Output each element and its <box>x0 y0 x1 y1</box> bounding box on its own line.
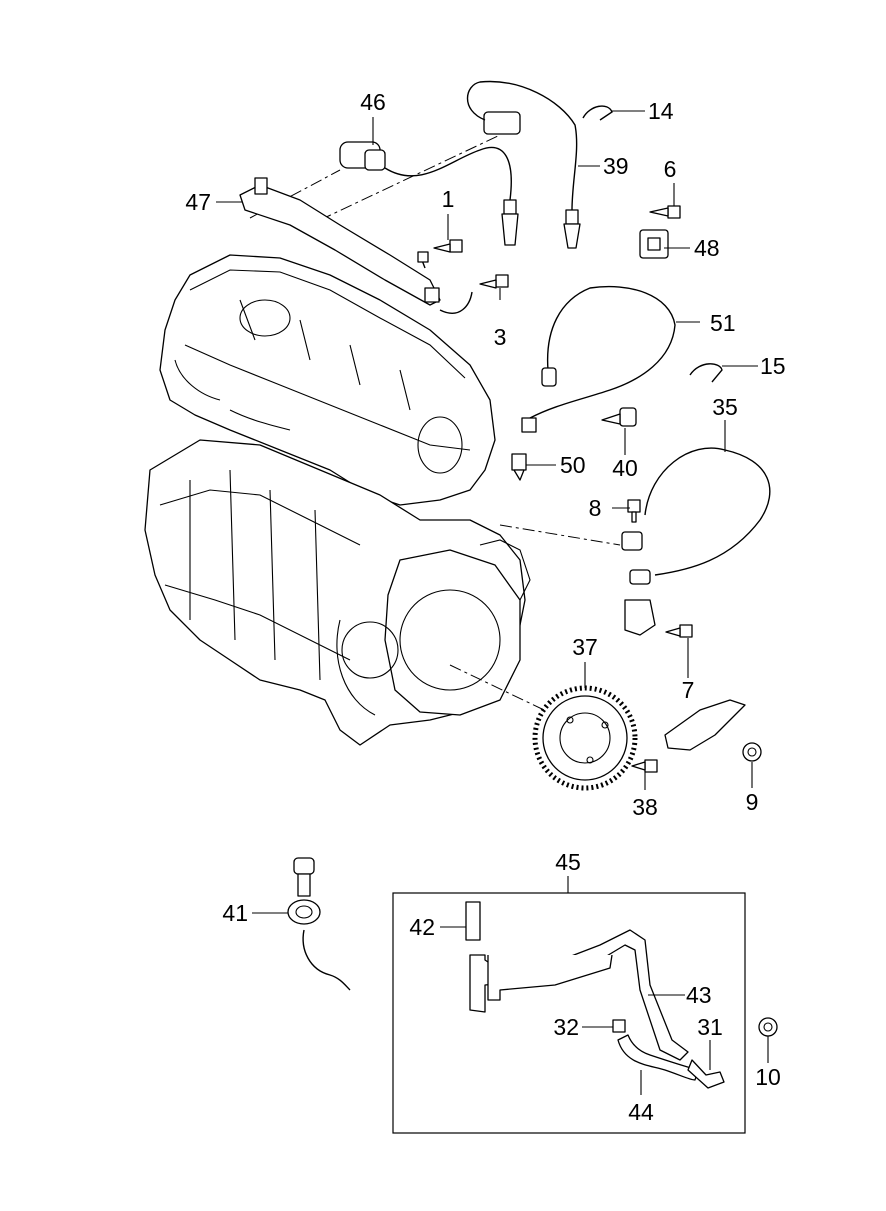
callout-41: 41 <box>222 900 248 926</box>
callout-9: 9 <box>746 789 759 815</box>
callout-6: 6 <box>664 156 677 182</box>
part-38-bolt <box>631 759 658 773</box>
callout-1: 1 <box>442 186 455 212</box>
part-40-sensor <box>601 407 637 427</box>
callout-labels: 46 47 1 3 14 39 6 48 51 15 35 50 40 8 37… <box>185 89 785 1125</box>
callout-50: 50 <box>560 452 586 478</box>
phantom-line <box>499 524 621 546</box>
part-9-nut <box>742 742 762 762</box>
part-7-bolt <box>665 624 693 638</box>
callout-37: 37 <box>572 634 598 660</box>
part-37-tone-wheel <box>532 685 638 791</box>
callout-3: 3 <box>494 324 507 350</box>
part-35-sensor <box>621 447 771 585</box>
part-31-hose <box>687 1059 725 1089</box>
callout-38: 38 <box>632 794 658 820</box>
callout-43: 43 <box>686 982 712 1008</box>
callout-leaders <box>216 110 769 1095</box>
part-42-tube <box>465 901 481 941</box>
engine-block <box>144 254 531 746</box>
part-15-clip <box>689 363 723 383</box>
phantom-line <box>319 134 501 221</box>
callout-7: 7 <box>682 677 695 703</box>
part-45-assembly-box <box>392 892 746 1134</box>
callout-10: 10 <box>755 1064 781 1090</box>
part-48-sensor <box>639 229 669 259</box>
phantom-line <box>449 664 566 721</box>
part-51-sensor <box>521 285 676 433</box>
part-50-sensor <box>511 453 527 481</box>
callout-46: 46 <box>360 89 386 115</box>
part-3-bolt <box>479 274 509 289</box>
part-10-nut <box>758 1017 778 1037</box>
callout-42: 42 <box>409 914 435 940</box>
part-39-oxygen-sensor <box>466 80 581 249</box>
callout-47: 47 <box>185 189 211 215</box>
callout-44: 44 <box>628 1099 654 1125</box>
part-32-clamp <box>612 1019 626 1033</box>
callout-39: 39 <box>603 153 629 179</box>
callout-32: 32 <box>553 1014 579 1040</box>
part-41-sender <box>287 857 351 991</box>
callout-40: 40 <box>612 455 638 481</box>
part-1-bolt <box>433 239 463 253</box>
callout-14: 14 <box>648 98 674 124</box>
part-6-bolt <box>649 205 681 219</box>
callout-15: 15 <box>760 353 786 379</box>
callout-35: 35 <box>712 394 738 420</box>
callout-8: 8 <box>589 495 602 521</box>
part-14-clip <box>582 105 613 121</box>
callout-48: 48 <box>694 235 720 261</box>
part-8-bolt <box>627 499 641 523</box>
callout-45: 45 <box>555 849 581 875</box>
sensor-bracket <box>624 599 656 636</box>
mounting-bracket <box>664 699 746 751</box>
part-46-sensor <box>339 141 519 246</box>
part-47-harness-bracket <box>239 177 473 314</box>
callout-31: 31 <box>697 1014 723 1040</box>
callout-51: 51 <box>710 310 736 336</box>
part-43-hose-assembly <box>469 929 689 1061</box>
